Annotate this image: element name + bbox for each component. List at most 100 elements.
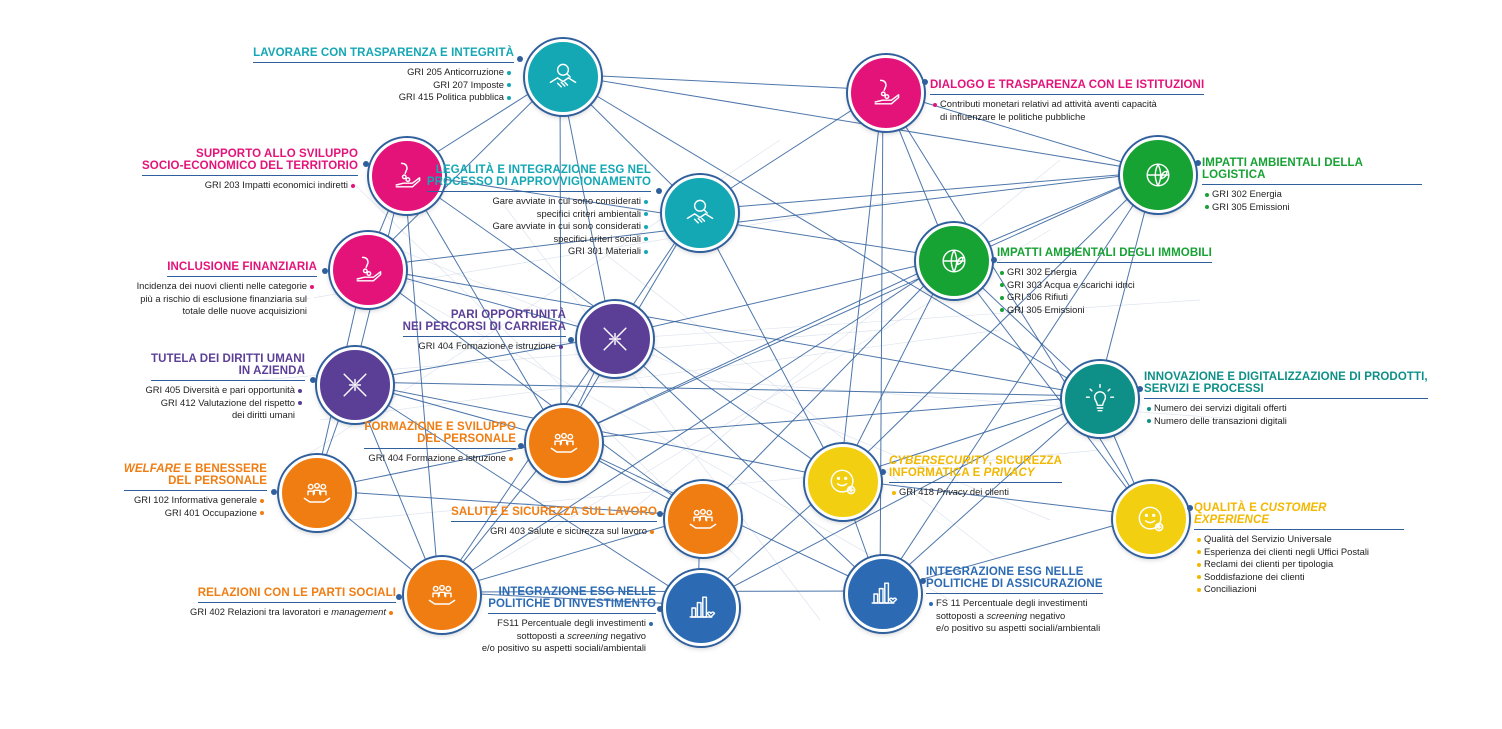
connection-line: [559, 73, 884, 91]
junction-dot: [880, 469, 886, 475]
label-lavorare: LAVORARE CON TRASPARENZA E INTEGRITÀ GRI…: [184, 43, 514, 104]
node-inclusione-circle[interactable]: [330, 232, 406, 308]
cyber-title-rest: , SICUREZZA: [988, 455, 1062, 467]
node-lavorare-circle[interactable]: [525, 39, 601, 115]
welfare-item: GRI 401 Occupazione: [164, 506, 257, 518]
esg-inv-item-line2-italic: screening: [567, 629, 608, 641]
label-logistica: IMPATTI AMBIENTALI DELLA LOGISTICA GRI 3…: [1202, 157, 1422, 213]
immobili-title: IMPATTI AMBIENTALI DEGLI IMMOBILI: [997, 247, 1212, 263]
background-web-line: [619, 159, 1061, 521]
handshake-search-icon: [545, 59, 581, 95]
label-supporto: SUPPORTO ALLO SVILUPPO SOCIO-ECONOMICO D…: [28, 148, 358, 192]
node-immobili-circle[interactable]: [916, 223, 992, 299]
node-relazioni-circle[interactable]: [404, 557, 480, 633]
formazione-item: GRI 404 Formazione e istruzione: [368, 452, 506, 463]
connection-line: [559, 73, 1156, 173]
junction-dot: [271, 489, 277, 495]
label-esg-inv: INTEGRAZIONE ESG NELLE POLITICHE DI INVE…: [326, 586, 656, 655]
relazioni-title: RELAZIONI CON LE PARTI SOCIALI: [197, 587, 396, 603]
people-hand-icon: [424, 577, 460, 613]
connection-line: [559, 73, 1098, 397]
welfare-title-italic: WELFARE: [123, 463, 181, 475]
esg-ass-title-line2: POLITICHE DI ASSICURAZIONE: [926, 578, 1103, 590]
esg-inv-item-line1: FS11 Percentuale degli investimenti: [497, 617, 646, 628]
background-web-line: [399, 249, 1051, 521]
supporto-item: GRI 203 Impatti economici indiretti: [204, 179, 348, 190]
junction-dot: [920, 578, 926, 584]
supporto-title-line1: SUPPORTO ALLO SVILUPPO: [196, 148, 358, 160]
smiley-plus-icon: [825, 464, 861, 500]
smiley-plus-icon: [1133, 501, 1169, 537]
connection-line: [696, 171, 1156, 211]
legalita-item: specifici criteri ambientali: [536, 207, 641, 219]
node-pari-circle[interactable]: [577, 301, 653, 377]
label-pari: PARI OPPORTUNITÀ NEI PERCORSI DI CARRIER…: [236, 309, 566, 353]
junction-dot: [322, 268, 328, 274]
node-tutela-circle[interactable]: [317, 347, 393, 423]
relazioni-item-prefix: GRI 402 Relazioni tra lavoratori e: [190, 606, 332, 617]
globe-leaf-icon: [936, 243, 972, 279]
node-salute-circle[interactable]: [665, 481, 741, 557]
innovazione-title-line2: SERVIZI E PROCESSI: [1144, 383, 1264, 395]
node-formazione-circle[interactable]: [526, 405, 602, 481]
connection-line: [438, 335, 613, 593]
junction-dot: [657, 606, 663, 612]
tutela-item: GRI 412 Valutazione del rispetto: [160, 396, 295, 408]
connection-line: [364, 171, 1156, 268]
connection-line: [364, 73, 561, 268]
formazione-title-line1: FORMAZIONE E SVILUPPO: [364, 421, 516, 433]
connection-line: [882, 89, 1156, 173]
background-web-line: [599, 249, 1001, 561]
node-innovazione-circle[interactable]: [1062, 361, 1138, 437]
people-hand-icon: [685, 501, 721, 537]
legalita-item: Gare avviate in cui sono considerati: [492, 220, 641, 232]
connection-line: [560, 257, 952, 441]
connection-line: [950, 257, 1149, 517]
legalita-item: specifici criteri sociali: [553, 232, 641, 244]
pari-item: GRI 404 Formazione e istruzione: [418, 340, 556, 351]
inclusione-title: INCLUSIONE FINANZIARIA: [167, 261, 317, 277]
connection-line: [560, 395, 1098, 441]
label-legalita: LEGALITÀ E INTEGRAZIONE ESG NEL PROCESSO…: [321, 164, 651, 258]
legalita-title-line2: PROCESSO DI APPROVVIGIONAMENTO: [426, 176, 651, 188]
junction-dot: [363, 161, 369, 167]
inclusione-item: totale delle nuove acquisizioni: [182, 305, 307, 317]
joined-hands-icon: [337, 367, 373, 403]
node-dialogo-circle[interactable]: [848, 55, 924, 131]
node-esg-inv-circle[interactable]: [663, 570, 739, 646]
handshake-search-icon: [682, 195, 718, 231]
label-immobili: IMPATTI AMBIENTALI DEGLI IMMOBILI GRI 30…: [997, 243, 1217, 316]
node-qualita-circle[interactable]: [1113, 481, 1189, 557]
junction-dot: [568, 337, 574, 343]
lavorare-item: GRI 415 Politica pubblica: [398, 91, 504, 103]
esg-ass-item-line2-prefix: sottoposti a: [936, 609, 987, 621]
junction-dot: [656, 188, 662, 194]
salute-title: SALUTE E SICUREZZA SUL LAVORO: [451, 506, 657, 522]
dialogo-title: DIALOGO E TRASPARENZA CON LE ISTITUZIONI: [930, 79, 1205, 95]
connection-line: [438, 591, 699, 606]
connection-line: [879, 89, 884, 592]
logistica-item: GRI 305 Emissioni: [1212, 200, 1290, 212]
node-logistica-circle[interactable]: [1120, 137, 1196, 213]
legalita-item: GRI 301 Materiali: [568, 245, 641, 257]
esg-inv-item-line2-suffix: negativo: [607, 629, 646, 641]
connection-line: [611, 335, 881, 592]
junction-dot: [922, 79, 928, 85]
node-supporto-circle[interactable]: [369, 138, 445, 214]
node-esg-ass-circle[interactable]: [845, 556, 921, 632]
formazione-title-line2: DEL PERSONALE: [417, 433, 516, 445]
qualita-title-italic: CUSTOMER EXPERIENCE: [1194, 502, 1327, 526]
node-cyber-circle[interactable]: [805, 444, 881, 520]
connection-line: [351, 335, 613, 383]
junction-dot: [1187, 505, 1193, 511]
people-hand-icon: [546, 425, 582, 461]
joined-hands-icon: [597, 321, 633, 357]
node-welfare-circle[interactable]: [279, 455, 355, 531]
welfare-title-rest: E BENESSERE: [180, 463, 267, 475]
node-legalita-circle[interactable]: [662, 175, 738, 251]
connection-line: [364, 266, 701, 517]
esg-ass-item-line3: e/o positivo su aspetti sociali/ambienta…: [936, 622, 1101, 634]
label-salute: SALUTE E SICUREZZA SUL LAVORO GRI 403 Sa…: [327, 502, 657, 538]
label-esg-ass: INTEGRAZIONE ESG NELLE POLITICHE DI ASSI…: [926, 566, 1156, 635]
cyber-title-line2-italic: PRIVACY: [983, 467, 1035, 479]
